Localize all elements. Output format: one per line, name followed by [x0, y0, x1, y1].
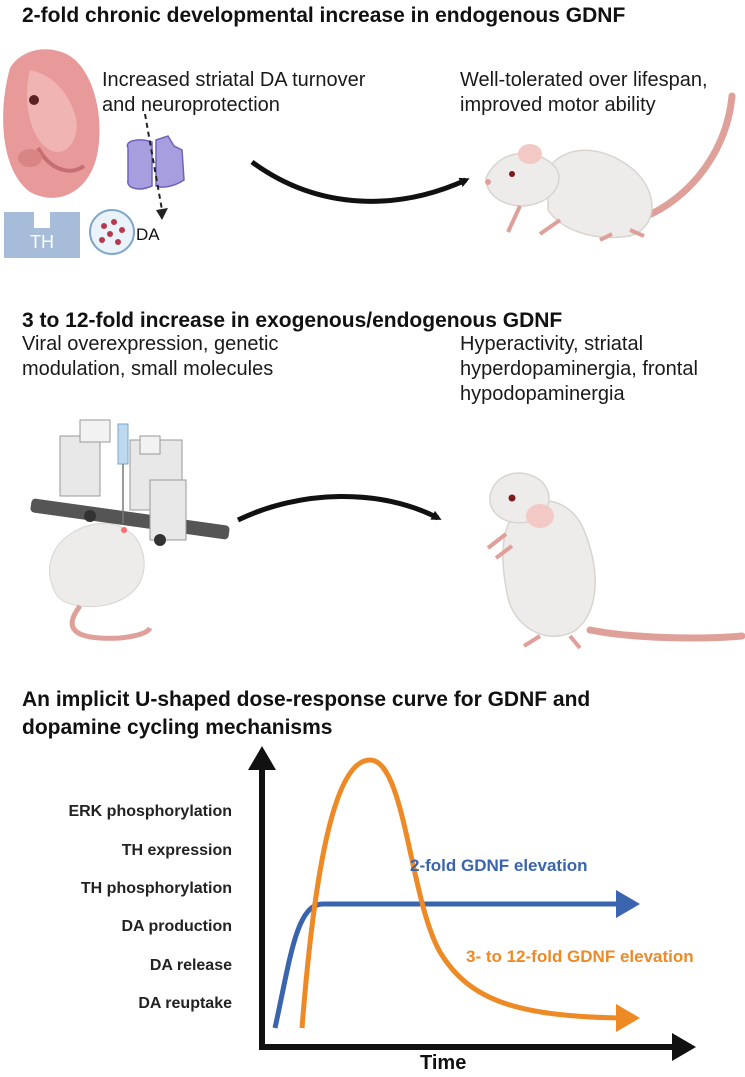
section2-outcome-line2: hyperdopaminergia, frontal — [460, 358, 698, 380]
stereotaxic-injection-illustration — [30, 419, 230, 641]
section1-arrow — [250, 159, 470, 204]
dopamine-transporter-icon — [126, 113, 185, 220]
ylabel-th-phosphorylation: TH phosphorylation — [80, 880, 232, 897]
ylabel-erk-phosphorylation: ERK phosphorylation — [68, 803, 232, 820]
section2-heading: 3 to 12-fold increase in exogenous/endog… — [22, 309, 563, 332]
section2-arrow — [236, 494, 442, 523]
ylabel-da-production: DA production — [121, 918, 233, 935]
series-12fold-line — [299, 757, 621, 1029]
embryo-illustration — [3, 49, 100, 198]
section2-outcome-line3: hypodopaminergia — [460, 383, 625, 405]
series-label-2fold: 2-fold GDNF elevation — [410, 856, 588, 875]
section2-method-line2: modulation, small molecules — [22, 358, 274, 380]
chart-series-2fold — [272, 890, 640, 1029]
section1-effect-line2: and neuroprotection — [102, 94, 280, 116]
series-2fold-line — [272, 901, 620, 1029]
series-label-12fold: 3- to 12-fold GDNF elevation — [466, 947, 694, 966]
mouse-walking-illustration — [485, 92, 736, 242]
da-label: DA — [136, 225, 160, 244]
section1-outcome-line1: Well-tolerated over lifespan, — [460, 69, 708, 91]
th-label: TH — [30, 232, 54, 252]
section2-method-line1: Viral overexpression, genetic — [22, 333, 279, 355]
ylabel-da-release: DA release — [149, 957, 232, 974]
section3-heading-line1: An implicit U-shaped dose-response curve… — [22, 688, 591, 711]
chart-axes — [248, 746, 696, 1061]
chart-series-12fold — [299, 757, 640, 1032]
mouse-rearing-illustration — [486, 472, 745, 650]
section3-heading-line2: dopamine cycling mechanisms — [22, 716, 333, 739]
x-axis-label: Time — [420, 1052, 467, 1074]
section2-outcome-line1: Hyperactivity, striatal — [460, 333, 644, 355]
th-protein-icon — [4, 212, 80, 258]
section1-heading: 2-fold chronic developmental increase in… — [22, 4, 626, 27]
ylabel-th-expression: TH expression — [121, 842, 232, 859]
da-vesicle-icon — [89, 209, 135, 255]
section1-outcome-line2: improved motor ability — [460, 94, 656, 116]
ylabel-da-reuptake: DA reuptake — [138, 995, 232, 1012]
section1-effect-line1: Increased striatal DA turnover — [102, 69, 366, 91]
